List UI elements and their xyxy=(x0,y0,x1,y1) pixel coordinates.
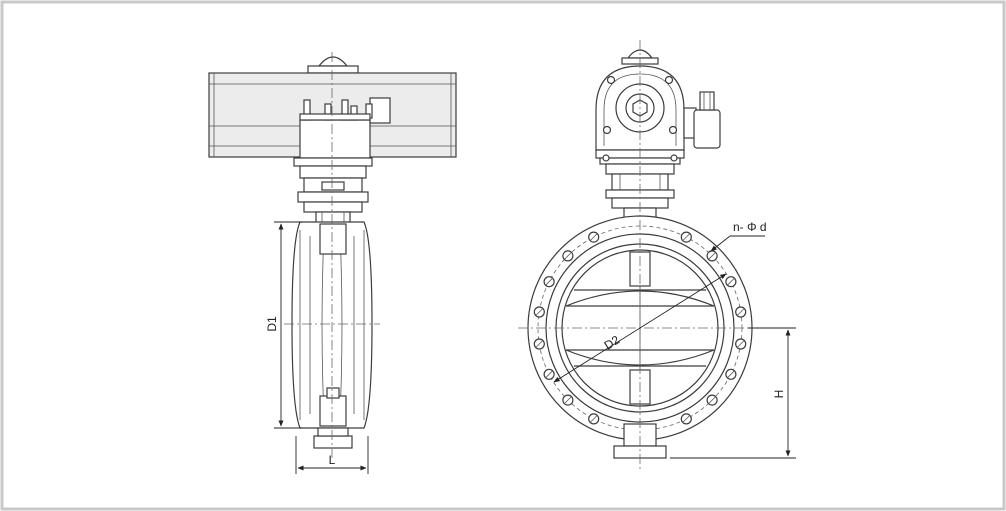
label-bolt-holes: n- Φ d xyxy=(733,220,767,234)
side-view xyxy=(208,52,457,460)
valve-foot-side xyxy=(313,435,353,449)
bolt-hole-mark xyxy=(727,278,735,285)
label-l: L xyxy=(329,453,336,467)
bolt-hole-mark xyxy=(708,396,716,404)
bolt-hole-mark xyxy=(564,252,572,260)
label-d1: D1 xyxy=(265,316,279,332)
bolt-hole-mark xyxy=(590,233,597,241)
bolt-hole-leader: n- Φ d xyxy=(710,220,767,252)
dimension-h: H xyxy=(670,327,796,459)
bolt-hole-mark xyxy=(737,340,744,348)
actuator-cap xyxy=(317,56,349,67)
dimension-l: L xyxy=(295,436,369,474)
bolt-hole-mark xyxy=(683,415,690,423)
bolt-hole-mark xyxy=(727,371,735,378)
bolt-hole-mark xyxy=(545,278,553,285)
front-view xyxy=(518,40,768,470)
bolt-hole-mark xyxy=(737,308,744,316)
solenoid-block xyxy=(299,119,371,159)
bolt-hole-mark xyxy=(545,371,553,378)
bolt-hole-mark xyxy=(536,308,543,316)
bolt-hole-mark xyxy=(683,233,690,241)
bolt-hole-mark xyxy=(708,252,716,260)
bolt-hole-mark xyxy=(590,415,597,423)
bolt-hole-mark xyxy=(564,396,572,404)
bolt-hole-mark xyxy=(536,340,543,348)
dimension-d1: D1 xyxy=(265,221,302,429)
label-h: H xyxy=(772,390,786,399)
